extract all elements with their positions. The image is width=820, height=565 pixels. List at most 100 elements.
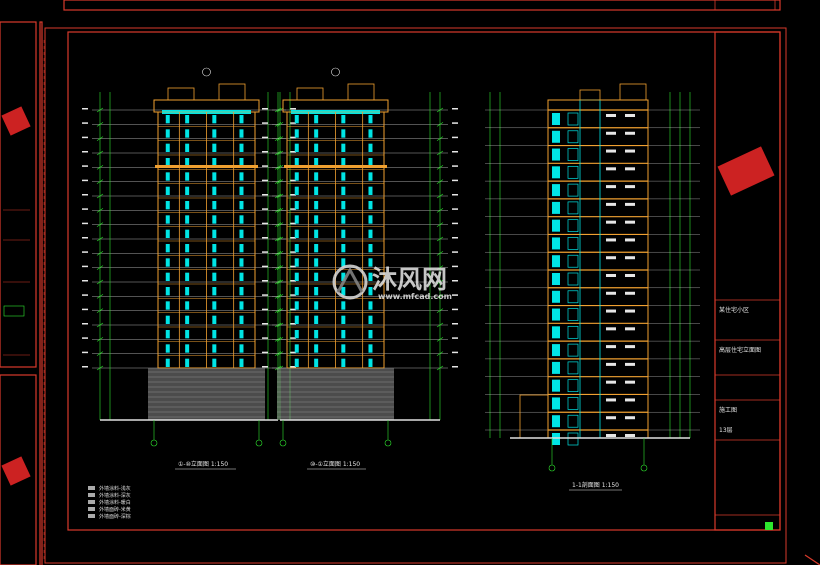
left-lower-stamp	[1, 456, 31, 486]
window	[185, 215, 190, 224]
legend-swatch	[88, 514, 95, 518]
window	[314, 287, 319, 296]
stair-flight	[567, 148, 579, 161]
window	[341, 258, 346, 267]
window	[212, 330, 217, 339]
section-window	[552, 201, 560, 214]
dimension-tick	[276, 222, 284, 227]
room-label-mark	[625, 398, 635, 402]
level-label-mark	[452, 108, 458, 110]
window	[185, 301, 190, 310]
window	[341, 244, 346, 253]
dimension-tick	[96, 322, 104, 328]
window	[239, 215, 244, 224]
title-block-drawing-name: 高层住宅立面图	[719, 346, 761, 354]
level-label-mark	[262, 108, 268, 110]
level-label-mark	[82, 308, 88, 311]
elevation-marker	[331, 67, 340, 77]
dimension-tick	[276, 351, 284, 356]
window	[212, 301, 217, 310]
window	[212, 229, 217, 238]
stair-flight	[567, 219, 579, 233]
section-window	[552, 397, 560, 410]
title-block-stage: 施工图	[719, 406, 737, 414]
window	[185, 244, 190, 253]
window	[341, 201, 346, 210]
level-label-mark	[82, 122, 88, 124]
stair-flight	[567, 343, 579, 357]
legend-swatch	[88, 507, 95, 511]
level-label-mark	[262, 323, 268, 325]
stair-flight	[567, 201, 579, 215]
room-label-mark	[625, 327, 635, 331]
dimension-tick	[276, 279, 284, 285]
section-window	[552, 166, 560, 179]
dimension-tick	[436, 236, 444, 242]
window	[314, 244, 319, 253]
window	[165, 172, 170, 181]
elevation-left-title: ①-⑩立面图 1:150	[178, 460, 228, 468]
room-label-mark	[625, 185, 635, 189]
level-label-mark	[452, 222, 458, 225]
title-block: 某住宅小区 高层住宅立面图 施工图 13层	[715, 146, 780, 530]
dimension-tick	[96, 222, 104, 227]
window	[368, 344, 373, 353]
level-label-mark	[262, 351, 268, 354]
dimension-tick	[436, 265, 444, 270]
dimension-tick	[276, 165, 284, 170]
window	[341, 186, 346, 195]
room-label-mark	[606, 220, 616, 224]
window	[185, 201, 190, 210]
axis-bubble	[384, 439, 392, 447]
dimension-tick	[96, 251, 104, 256]
window	[341, 344, 346, 353]
dimension-tick	[276, 107, 284, 113]
window	[368, 358, 373, 367]
legend-label: 外墙面砖-米黄	[99, 506, 131, 513]
window	[212, 115, 217, 124]
window	[368, 158, 373, 167]
elevation-marker	[202, 67, 211, 77]
window	[185, 344, 190, 353]
window	[212, 344, 217, 353]
dimension-tick	[276, 308, 284, 313]
level-label-mark	[262, 122, 268, 124]
dimension-tick	[436, 179, 444, 184]
room-label-mark	[606, 256, 616, 260]
section-window	[552, 290, 560, 303]
dimension-tick	[96, 236, 104, 242]
elevator-shaft	[579, 99, 601, 439]
window	[185, 143, 190, 152]
stone-base	[148, 368, 265, 420]
window	[294, 258, 299, 267]
level-label-mark	[82, 251, 88, 253]
window	[314, 143, 319, 152]
elevation-right	[262, 67, 458, 447]
window	[294, 158, 299, 167]
title-block-note: 13层	[719, 427, 733, 434]
window	[185, 186, 190, 195]
window	[341, 287, 346, 296]
section-window	[552, 308, 560, 321]
window	[314, 129, 319, 138]
section-window	[552, 130, 560, 143]
window	[239, 358, 244, 367]
window	[212, 272, 217, 281]
window	[368, 186, 373, 195]
room-label-mark	[606, 362, 616, 366]
level-label-mark	[452, 165, 458, 167]
level-label-mark	[452, 208, 458, 210]
section-window	[552, 148, 560, 161]
window	[165, 158, 170, 167]
window	[165, 186, 170, 195]
level-label-mark	[452, 337, 458, 339]
window	[185, 272, 190, 281]
section-title: 1-1剖面图 1:150	[572, 481, 619, 489]
top-title-block	[714, 0, 776, 11]
window	[165, 315, 170, 324]
window	[185, 315, 190, 324]
window	[341, 115, 346, 124]
left-adjacent-sheet	[0, 21, 37, 368]
window	[314, 186, 319, 195]
stone-base	[277, 368, 394, 420]
